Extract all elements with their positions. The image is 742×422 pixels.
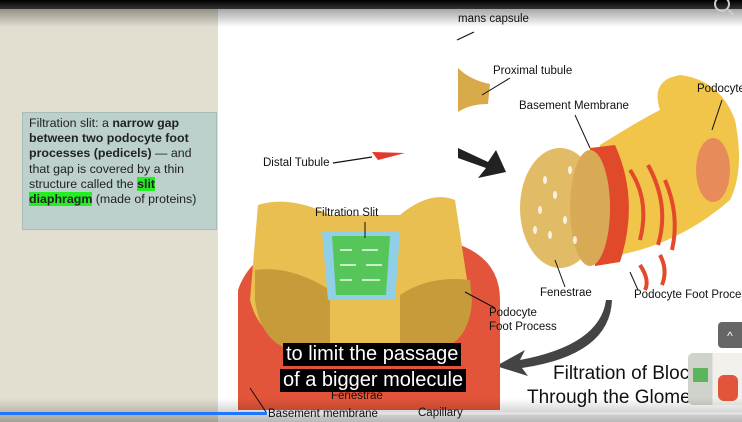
subtitle-line-2: of a bigger molecule — [280, 369, 467, 392]
info-bold: narrow gap between two podocyte foot pro… — [29, 116, 189, 161]
info-text: Filtration slit: a — [29, 116, 113, 130]
info-text: — and that gap is covered by a thin stru… — [29, 146, 192, 191]
label-distal-tubule: Distal Tubule — [263, 157, 330, 169]
chevron-up-icon[interactable]: ^ — [718, 322, 742, 348]
label-bowmans-capsule: mans capsule — [458, 13, 529, 25]
label-basement-membrane: Basement Membrane — [519, 100, 629, 112]
label-podocyte: Podocyte — [697, 83, 742, 95]
info-box: Filtration slit: a narrow gap between tw… — [22, 112, 217, 230]
thumbnail-infobox — [693, 368, 708, 382]
subtitle-line-1: to limit the passage — [283, 343, 462, 366]
info-text: (made of proteins) — [92, 192, 197, 207]
label-podocyte-foot-process: Podocyte Foot Proces — [634, 289, 742, 301]
label-filtration-slit: Filtration Slit — [315, 207, 379, 219]
slide-title-line-2: Through the Glome — [527, 387, 691, 408]
video-progress-fill — [0, 412, 268, 415]
label-proximal-tubule: Proximal tubule — [493, 65, 573, 77]
search-icon[interactable] — [714, 0, 730, 12]
video-top-bar — [0, 0, 742, 9]
glomerulus-diagram — [238, 31, 739, 413]
label-podocyte-foot-process-left: Podocyte Foot Process — [489, 307, 557, 333]
video-thumbnail-preview[interactable] — [688, 353, 742, 405]
slide-title-line-1: Filtration of Bloc — [553, 363, 690, 384]
label-basement-membrane-bottom: Basement membrane — [268, 408, 378, 420]
thumbnail-diagram — [718, 375, 738, 401]
label-fenestrae-bottom: Fenestrae — [331, 390, 383, 402]
label-fenestrae: Fenestrae — [540, 287, 592, 299]
label-capillary: Capillary — [418, 407, 463, 419]
video-progress-bar[interactable] — [0, 412, 742, 415]
